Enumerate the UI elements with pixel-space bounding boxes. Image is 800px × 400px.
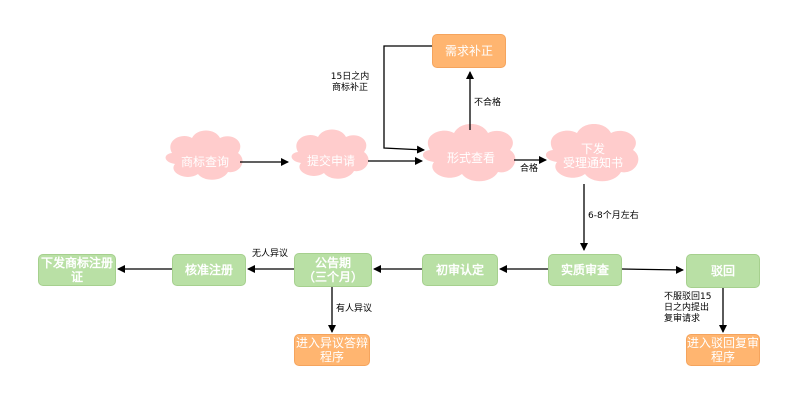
arrow-correction-to-formal [383,45,432,154]
cloud-issue-acceptance [545,124,639,182]
cloud-formal-review [422,124,516,182]
cloud-trademark-search [165,130,243,180]
node-review-procedure: 进入驳回复审 程序 [686,334,760,366]
label-months: 6-8个月左右 [588,211,639,221]
cloud-submit-application [291,129,369,179]
label-not-qualified: 不合格 [474,98,502,108]
label-no-objection: 无人异议 [251,249,288,259]
label-correction-within: 15日之内 商标补正 [330,72,370,93]
node-approve-registration: 核准注册 [172,254,246,286]
node-issue-certificate: 下发商标注册 证 [38,254,116,286]
label-appeal: 不服驳回15 日之内提出 复审请求 [664,292,712,324]
node-submit-application: 提交申请 [306,154,355,168]
arrow-substantive-to-rejection [621,265,684,274]
label-qualified: 合格 [519,164,538,174]
node-substantive-review: 实质审查 [548,254,622,286]
node-issue-acceptance: 下发 受理通知书 [562,142,623,170]
node-need-correction: 需求补正 [432,34,506,68]
node-rejection: 驳回 [686,254,760,288]
node-trademark-search: 商标查询 [180,155,229,169]
node-announcement: 公告期 （三个月） [294,253,372,287]
node-preliminary-approval: 初审认定 [422,254,498,286]
label-has-objection: 有人异议 [336,304,373,314]
node-opposition-procedure: 进入异议答辩 程序 [294,334,370,366]
node-formal-review: 形式查看 [446,151,495,165]
